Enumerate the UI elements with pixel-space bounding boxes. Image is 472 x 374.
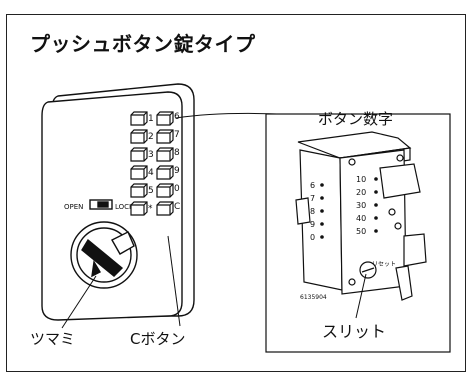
button-digit: 3 — [148, 150, 154, 160]
push-button — [130, 165, 148, 180]
dial-number: 50 — [356, 227, 366, 236]
leader-slit — [355, 273, 367, 319]
button-digit: 6 — [174, 112, 180, 122]
dial-dot — [374, 177, 378, 181]
label-button-numbers: ボタン数字 — [318, 110, 394, 128]
dial-number: 6 — [310, 181, 315, 190]
dial-dot — [320, 183, 324, 187]
dial-number: 30 — [356, 201, 366, 210]
button-digit: 8 — [174, 148, 180, 158]
dial-number: 10 — [356, 175, 366, 184]
knob — [70, 221, 138, 289]
dial-dot — [320, 222, 324, 226]
push-buttons-right — [156, 111, 174, 216]
label-knob: ツマミ — [30, 330, 76, 348]
push-button — [156, 111, 174, 126]
button-digit: * — [148, 204, 153, 214]
label-c-button: Cボタン — [130, 330, 186, 348]
part-number: 6135904 — [300, 294, 327, 301]
open-label: OPEN — [64, 203, 83, 211]
push-button — [156, 165, 174, 180]
dial-number: 9 — [310, 220, 315, 229]
push-button — [130, 147, 148, 162]
leader-cbutton — [167, 235, 181, 327]
mechanism-dial-dots — [320, 177, 378, 239]
dial-number: 40 — [356, 214, 366, 223]
dial-dot — [374, 229, 378, 233]
push-button — [156, 129, 174, 144]
dial-number: 7 — [310, 194, 315, 203]
dial-dot — [374, 190, 378, 194]
diagram-frame — [6, 14, 466, 372]
push-button — [130, 183, 148, 198]
button-digit: 1 — [148, 114, 154, 124]
push-button — [156, 147, 174, 162]
dial-dot — [320, 235, 324, 239]
lock-mechanism — [295, 131, 427, 301]
label-slit: スリット — [322, 322, 387, 341]
dial-number: 8 — [310, 207, 315, 216]
mechanism-dial-numbers: 6 10 7 20 8 30 9 40 0 50 — [310, 175, 366, 242]
push-button — [130, 129, 148, 144]
button-digit: 7 — [174, 130, 180, 140]
push-button — [156, 201, 174, 216]
push-button — [156, 183, 174, 198]
button-digit: 0 — [174, 184, 180, 194]
button-digit: 2 — [148, 132, 154, 142]
button-digits: 1 6 2 7 3 8 4 9 5 0 * C — [148, 112, 180, 214]
button-digit: 5 — [148, 186, 154, 196]
button-digit: 9 — [174, 166, 180, 176]
push-button — [130, 201, 148, 216]
dial-dot — [320, 196, 324, 200]
push-buttons-left — [130, 111, 148, 216]
push-button — [130, 111, 148, 126]
dial-dot — [320, 209, 324, 213]
dial-dot — [374, 203, 378, 207]
button-digit: C — [174, 202, 180, 212]
dial-number: 20 — [356, 188, 366, 197]
reset-label: リセット — [372, 261, 396, 268]
dial-number: 0 — [310, 233, 315, 242]
leader-knob — [61, 275, 97, 329]
lock-label: LOCK — [115, 203, 134, 211]
button-digit: 4 — [148, 168, 154, 178]
dial-dot — [374, 216, 378, 220]
diagram-title: プッシュボタン錠タイプ — [30, 32, 256, 56]
